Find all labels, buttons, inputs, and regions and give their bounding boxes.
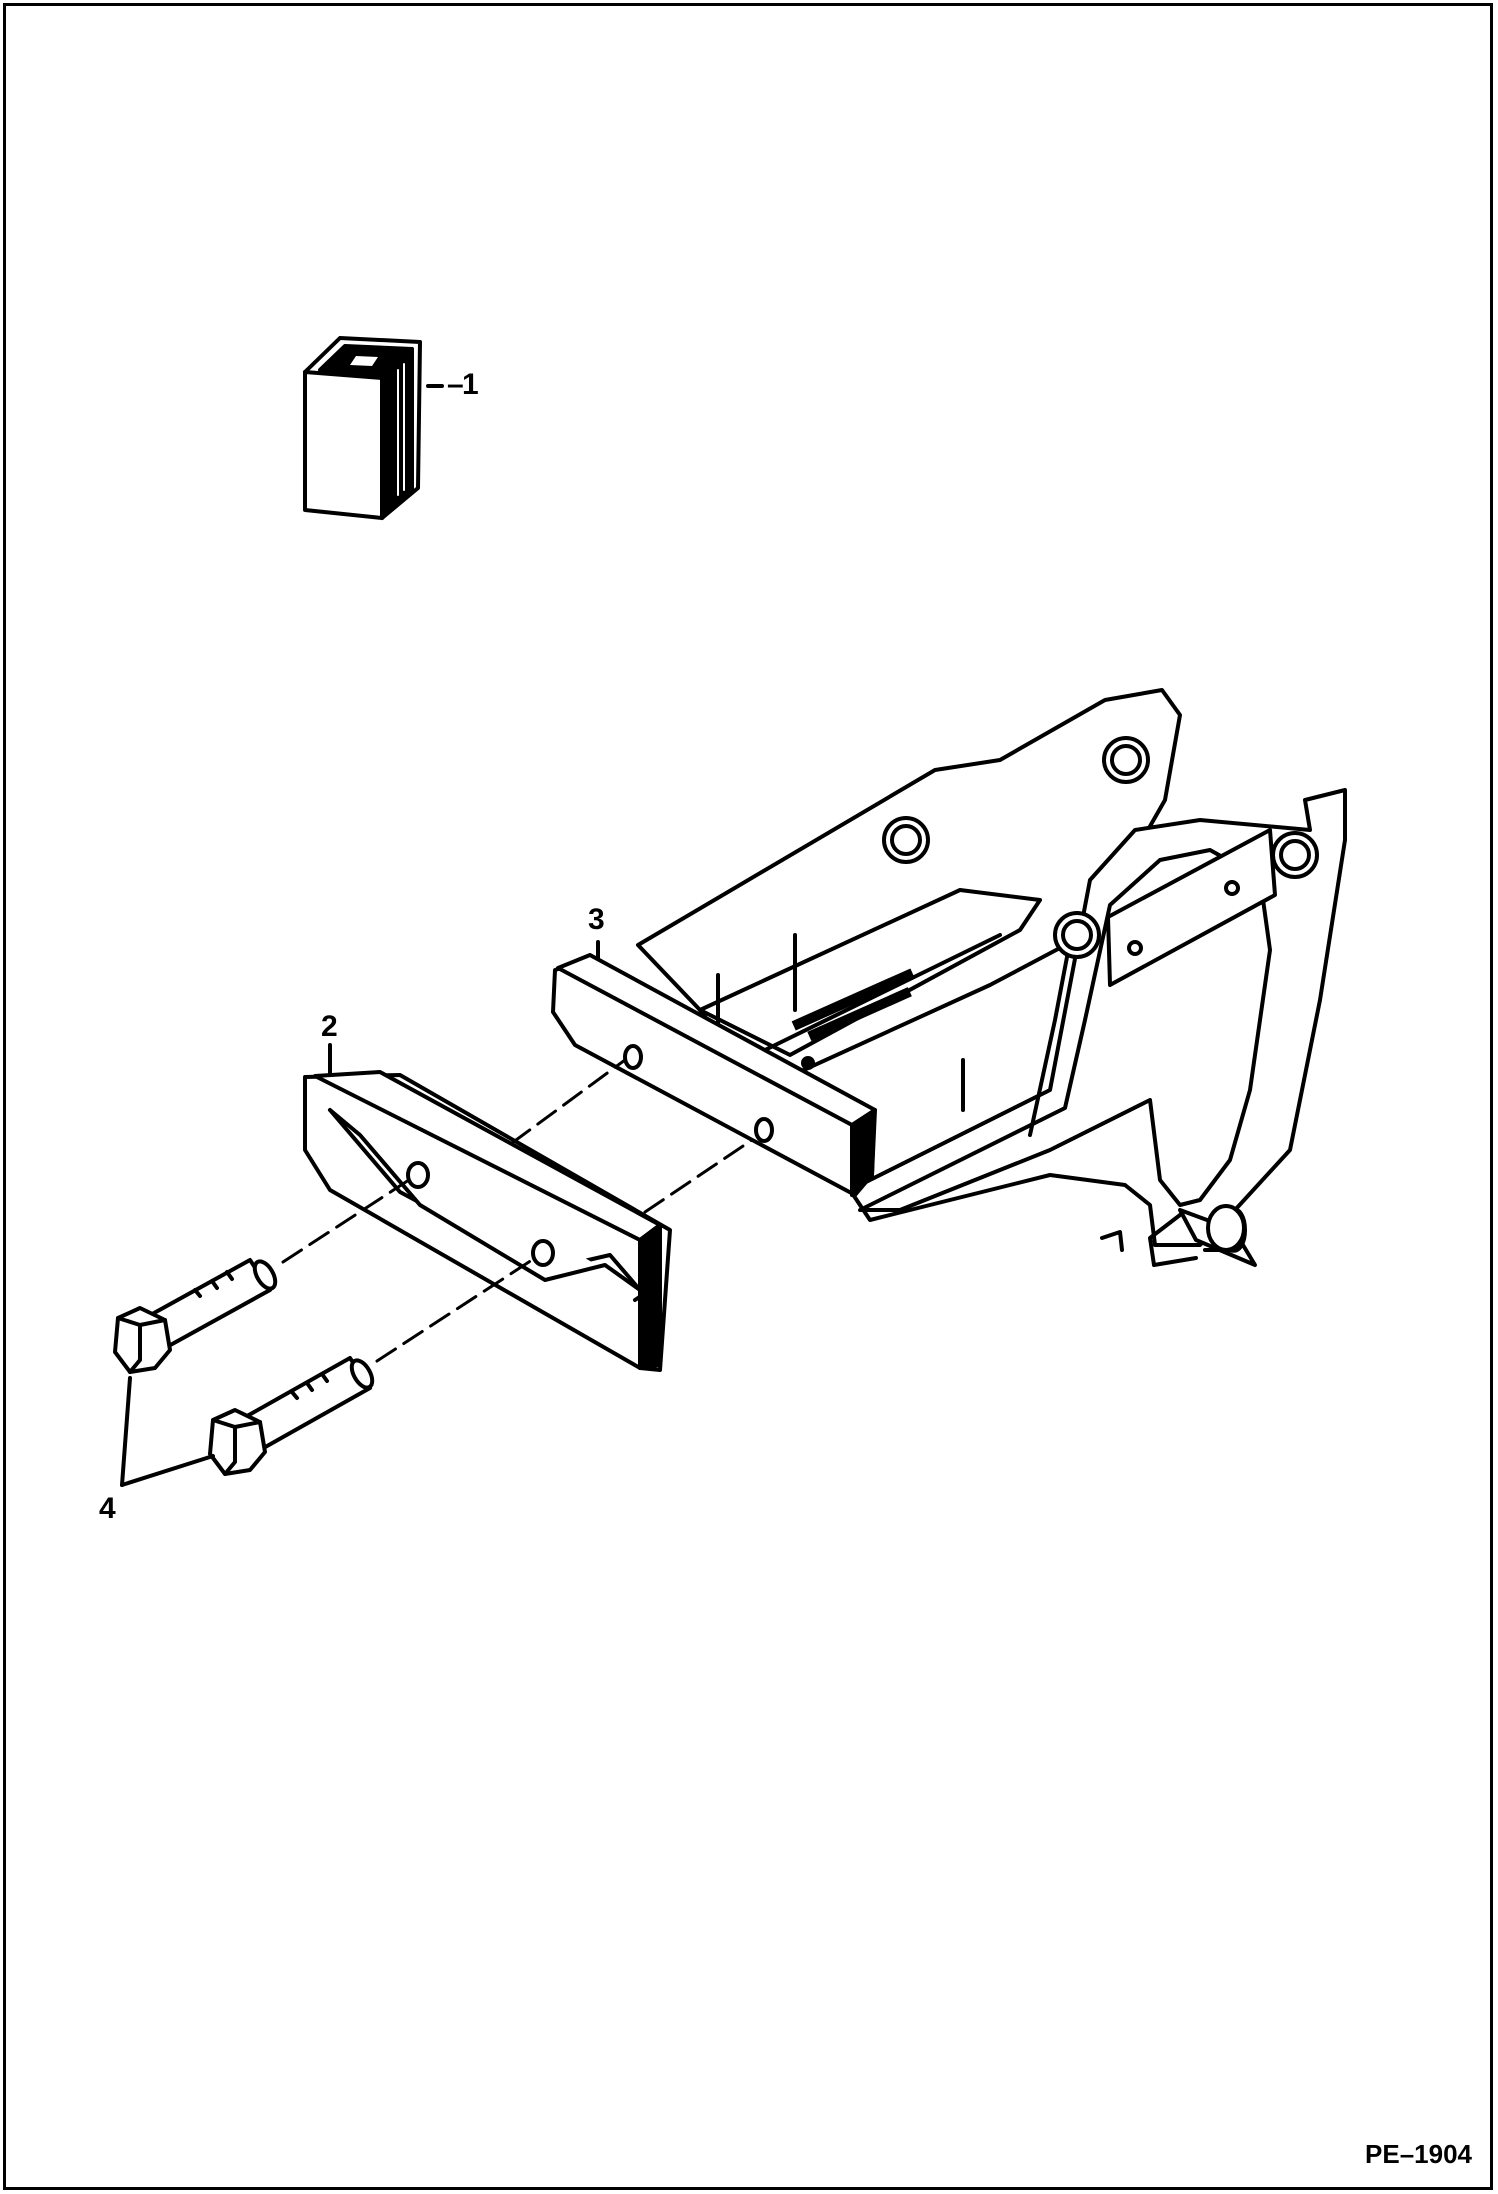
part-1-decal-block <box>303 336 422 520</box>
part-4-bolt-upper <box>113 1258 278 1374</box>
callout-label-1: 1 <box>462 368 479 401</box>
callout-prefix-1: – <box>447 368 464 401</box>
callout-label-2: 2 <box>321 1010 338 1043</box>
part-3-mount-frame <box>636 688 1347 1267</box>
part-2-wear-plate <box>303 1070 672 1372</box>
part-4-bolt-lower <box>208 1356 375 1476</box>
figure-id: PE–1904 <box>1365 2139 1472 2169</box>
bracket-label <box>791 968 915 1042</box>
callout-label-3: 3 <box>588 903 605 936</box>
page-frame <box>3 3 1493 2190</box>
callout-label-4: 4 <box>99 1492 116 1525</box>
alignment-dashed-lines <box>281 1058 754 1363</box>
callout-leader-4 <box>120 1376 215 1487</box>
part-3-block-plate <box>551 953 877 1197</box>
